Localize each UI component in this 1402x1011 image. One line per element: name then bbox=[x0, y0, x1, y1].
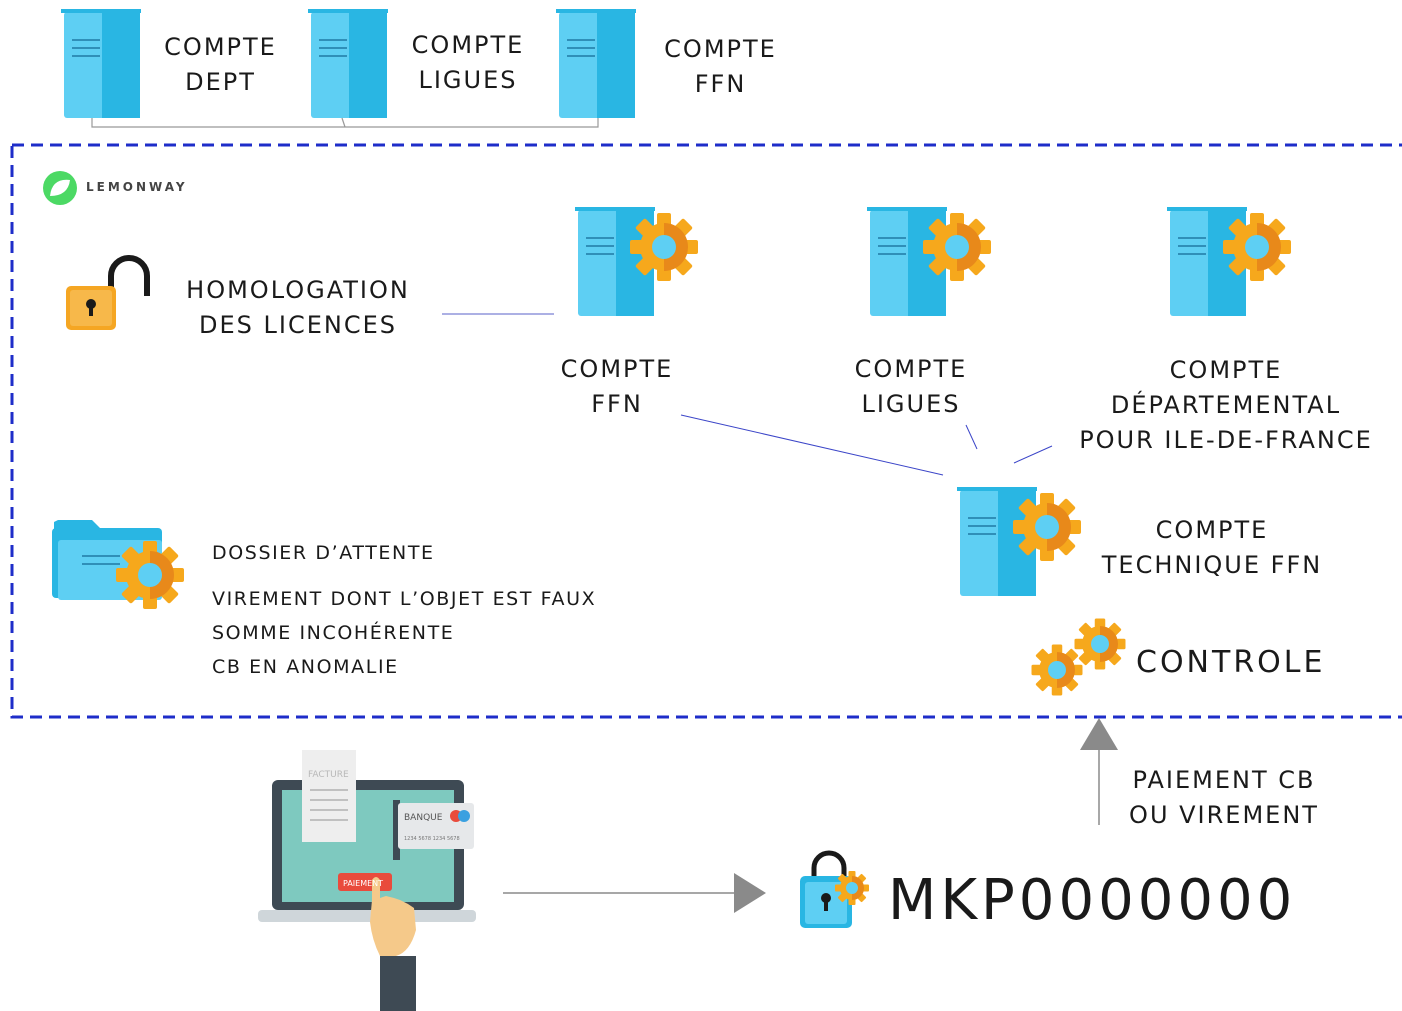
compte-technique-label: COMPTE TECHNIQUE FFN bbox=[1092, 513, 1332, 583]
link-ligues-technique bbox=[965, 424, 978, 450]
top-account-dept-line2: DEPT bbox=[185, 68, 256, 96]
inner-compte-departemental-line3: POUR ILE-DE-FRANCE bbox=[1079, 426, 1373, 454]
inner-compte-ffn-label: COMPTE FFN bbox=[552, 352, 682, 422]
inner-compte-ffn-line2: FFN bbox=[591, 390, 643, 418]
inner-compte-ligues-label: COMPTE LIGUES bbox=[846, 352, 976, 422]
laptop-card-number: 1234 5678 1234 5678 bbox=[404, 836, 460, 842]
top-account-ligues-line2: LIGUES bbox=[418, 66, 518, 94]
lemonway-brand-text: LEMONWAY bbox=[86, 180, 188, 194]
top-account-ligues-line1: COMPTE bbox=[411, 31, 525, 59]
dossier-item: CB EN ANOMALIE bbox=[212, 656, 399, 678]
compte-technique-icon bbox=[956, 486, 1081, 597]
top-account-dept-label: COMPTE DEPT bbox=[158, 30, 283, 100]
mkp-lock-gear-icon bbox=[800, 850, 869, 928]
inner-compte-ffn-line1: COMPTE bbox=[560, 355, 674, 383]
paiement-line2: OU VIREMENT bbox=[1129, 801, 1319, 829]
top-account-dept-line1: COMPTE bbox=[164, 33, 277, 61]
compte-ffn-icon bbox=[574, 206, 698, 317]
lemonway-logo-icon bbox=[43, 171, 77, 205]
top-account-ffn-label: COMPTE FFN bbox=[658, 32, 783, 102]
unlocked-padlock-icon bbox=[66, 255, 150, 330]
inner-compte-departemental-label: COMPTE DÉPARTEMENTAL POUR ILE-DE-FRANCE bbox=[1058, 353, 1394, 458]
dossier-item: SOMME INCOHÉRENTE bbox=[212, 622, 455, 644]
mkp-identifier: MKP0000000 bbox=[888, 868, 1297, 933]
compte-departemental-icon bbox=[1166, 206, 1291, 317]
top-account-ffn-line1: COMPTE bbox=[664, 35, 777, 63]
inner-compte-ligues-line2: LIGUES bbox=[861, 390, 961, 418]
folder-gear-icon bbox=[52, 520, 184, 609]
laptop-facture-label: FACTURE bbox=[308, 770, 349, 780]
inner-compte-departemental-line1: COMPTE bbox=[1169, 356, 1283, 384]
homologation-label: HOMOLOGATION DES LICENCES bbox=[172, 273, 424, 343]
laptop-payment-icon bbox=[258, 750, 476, 1011]
dossier-title: DOSSIER D’ATTENTE bbox=[212, 542, 435, 564]
paiement-line1: PAIEMENT CB bbox=[1132, 766, 1316, 794]
payment-up-arrow-icon bbox=[1080, 718, 1118, 825]
laptop-banque-label: BANQUE bbox=[404, 813, 443, 823]
controle-label: CONTROLE bbox=[1136, 645, 1326, 680]
payment-right-arrow-icon bbox=[503, 873, 766, 913]
paiement-label: PAIEMENT CB OU VIREMENT bbox=[1118, 763, 1330, 833]
link-ffn-technique bbox=[680, 414, 944, 476]
top-book-ligues-icon bbox=[307, 8, 389, 119]
top-account-ffn-line2: FFN bbox=[694, 70, 747, 98]
compte-technique-line2: TECHNIQUE FFN bbox=[1101, 551, 1323, 579]
link-dept-technique bbox=[1013, 445, 1053, 464]
laptop-paiement-button-label: PAIEMENT bbox=[343, 879, 383, 888]
homologation-line2: DES LICENCES bbox=[199, 311, 397, 339]
top-connector-tick bbox=[341, 117, 346, 128]
dossier-attente-block: DOSSIER D’ATTENTE VIREMENT DONT L’OBJET … bbox=[212, 536, 632, 684]
top-account-ligues-label: COMPTE LIGUES bbox=[404, 28, 532, 98]
inner-compte-ligues-line1: COMPTE bbox=[854, 355, 968, 383]
compte-technique-line1: COMPTE bbox=[1155, 516, 1269, 544]
inner-compte-departemental-line2: DÉPARTEMENTAL bbox=[1110, 391, 1342, 419]
dossier-item: VIREMENT DONT L’OBJET EST FAUX bbox=[212, 588, 597, 610]
homologation-line1: HOMOLOGATION bbox=[186, 276, 410, 304]
top-book-dept-icon bbox=[60, 8, 142, 119]
lemonway-boundary bbox=[10, 143, 1402, 719]
compte-ligues-icon bbox=[866, 206, 991, 317]
controle-gears-icon bbox=[1031, 618, 1126, 696]
top-book-ffn-icon bbox=[555, 8, 637, 119]
